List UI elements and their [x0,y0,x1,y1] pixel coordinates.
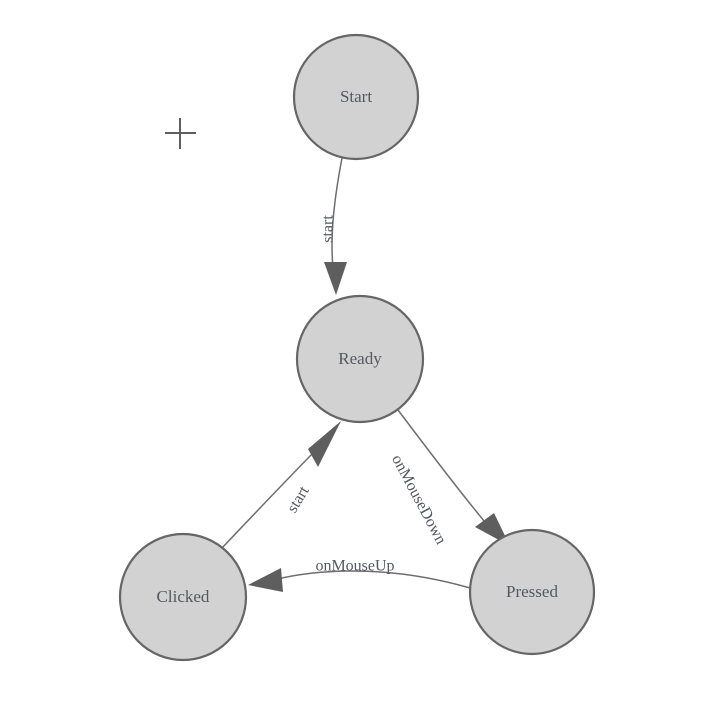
arrowhead-into-ready-from-clicked-body [308,421,341,467]
arrowhead-into-clicked [248,568,283,592]
node-label-pressed: Pressed [506,582,558,601]
node-pressed[interactable]: Pressed [468,528,596,656]
edge-start-to-ready[interactable]: start [320,157,347,295]
node-label-ready: Ready [338,349,382,368]
edge-label-clicked-to-ready: start [284,483,313,516]
node-label-start: Start [340,87,372,106]
edge-pressed-to-clicked[interactable]: onMouseUp [248,558,471,592]
edge-path-pressed-to-clicked [272,570,471,589]
edge-label-start-to-ready: start [320,215,337,243]
node-start[interactable]: Start [292,33,420,161]
node-circle-ready[interactable] [295,294,425,424]
node-ready[interactable]: Ready [295,294,425,424]
node-clicked[interactable]: Clicked [118,532,248,662]
edge-ready-to-pressed[interactable]: onMouseDown [388,409,510,547]
edge-path-clicked-to-ready [221,445,321,549]
edge-label-pressed-to-clicked: onMouseUp [315,558,394,575]
arrowhead-into-ready [324,262,347,295]
plus-marker-icon [165,118,196,149]
node-circle-start[interactable] [292,33,420,161]
node-label-clicked: Clicked [157,587,210,606]
edge-path-start-to-ready [331,157,343,269]
node-circle-pressed[interactable] [468,528,596,656]
edge-clicked-to-ready[interactable]: start [221,421,341,549]
node-circle-clicked[interactable] [118,532,248,662]
